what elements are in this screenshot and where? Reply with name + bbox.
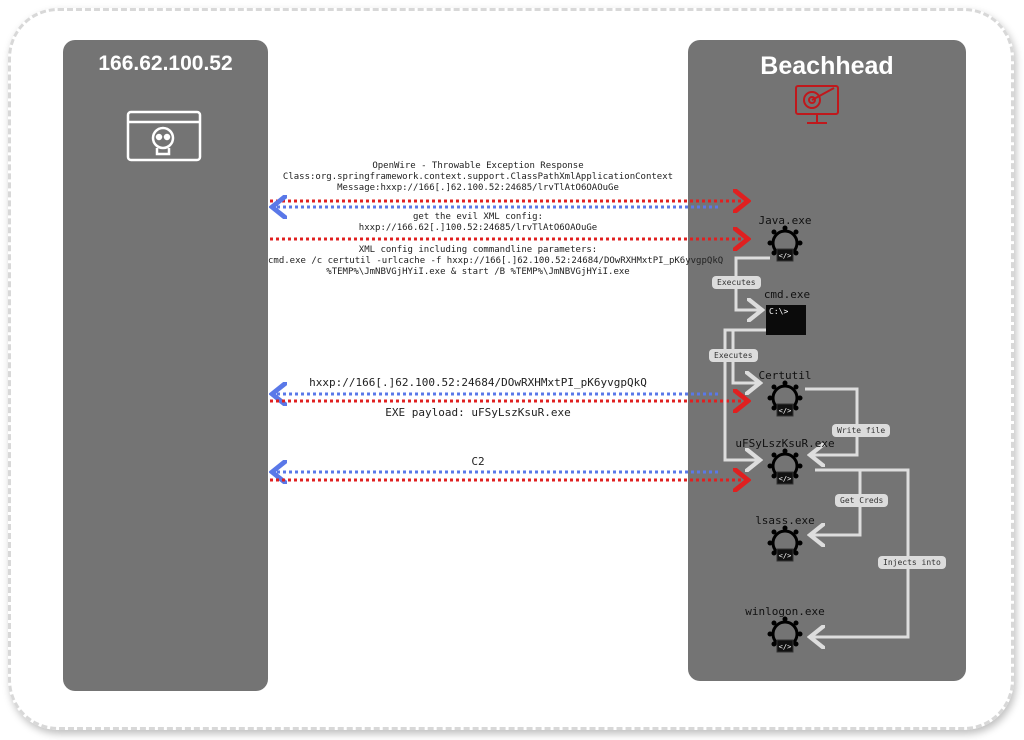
message-exception-response: OpenWire - Throwable Exception Response … (282, 161, 674, 193)
certutil-process-icon (766, 379, 804, 418)
edge-label-executes: Executes (709, 349, 758, 362)
attacker-title: 166.62.100.52 (98, 52, 233, 75)
message-exe-payload: EXE payload: uFSyLszKsuR.exe (385, 406, 571, 419)
winlogon-label: winlogon.exe (745, 605, 825, 618)
lsass-process-icon (766, 524, 804, 563)
edge-label-executes: Executes (712, 276, 761, 289)
payload-label: uFSyLszKsuR.exe (735, 437, 835, 450)
edge-cmd-payload (723, 328, 760, 460)
monitor-target-icon (795, 85, 839, 124)
message-get-xml: get the evil XML config: hxxp://166.62[.… (358, 212, 598, 233)
edge-label-write-file: Write file (832, 424, 891, 437)
message-c2: C2 (471, 455, 485, 468)
cmd-prompt: C:\> (769, 307, 789, 316)
certutil-label: Certutil (758, 369, 812, 382)
edge-label-get-creds: Get Creds (835, 494, 889, 507)
cmd-terminal-icon (766, 305, 806, 335)
java-process-icon (766, 224, 804, 263)
edge-injects (810, 468, 910, 637)
message-download-url: hxxp://166[.]62.100.52:24684/DOwRXHMxtPI… (309, 376, 647, 389)
message-xml-config: XML config including commandline paramet… (268, 245, 724, 277)
diagram-frame (8, 8, 1014, 730)
payload-process-icon (766, 447, 804, 486)
cmd-label: cmd.exe (763, 288, 811, 301)
java-label: Java.exe (758, 214, 812, 227)
edge-write-file (805, 387, 859, 455)
lsass-label: lsass.exe (755, 514, 815, 527)
edge-label-injects-into: Injects into (878, 556, 946, 569)
beachhead-title: Beachhead (760, 52, 894, 80)
winlogon-process-icon (766, 615, 804, 654)
browser-skull-icon (126, 110, 202, 162)
